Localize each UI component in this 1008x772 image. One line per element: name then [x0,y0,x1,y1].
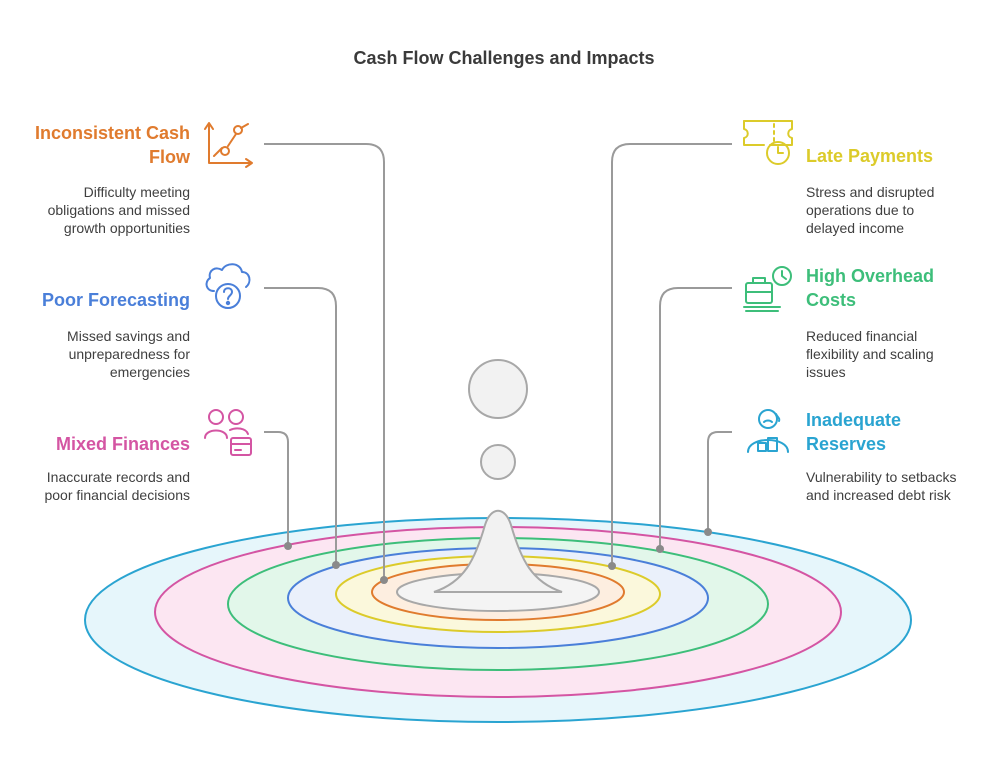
desc-high-overhead-costs: Reduced financial flexibility and scalin… [806,328,934,380]
desc-mixed-finances: Inaccurate records and poor financial de… [44,469,190,503]
connector-mixed [264,431,289,546]
label-inadequate-reserves: Inadequate Reserves [806,410,902,454]
briefcase-clock-icon [743,266,792,312]
connector-dot-inconsistent [380,576,388,584]
desc-inadequate-reserves: Vulnerability to setbacks and increased … [806,469,957,503]
cloud-question-icon [205,263,251,309]
label-poor-forecasting: Poor Forecasting [41,290,190,310]
connector-inconsistent [264,143,385,580]
drop-large [468,359,528,419]
trend-line-icon [204,122,253,168]
label-high-overhead-costs: High Overhead Costs [806,266,935,310]
page-title: Cash Flow Challenges and Impacts [353,48,655,68]
splash-peak [433,509,563,593]
connector-dot-reserves [704,528,712,536]
connector-poor [264,287,337,565]
label-inconsistent-cash-flow: Inconsistent Cash Flow [34,123,190,167]
connector-overhead [659,287,732,549]
label-mixed-finances: Mixed Finances [55,434,190,454]
connector-dot-mixed [284,542,292,550]
connector-dot-poor [332,561,340,569]
connector-reserves [707,431,732,532]
connector-late [611,143,732,566]
drop-small [480,444,516,480]
connector-dot-late [608,562,616,570]
people-card-icon [204,409,252,456]
ticket-clock-icon [743,120,793,165]
desc-late-payments: Stress and disrupted operations due to d… [806,184,935,236]
desc-inconsistent-cash-flow: Difficulty meeting obligations and misse… [47,184,190,236]
desc-poor-forecasting: Missed savings and unpreparedness for em… [67,328,190,380]
worried-person-icon [747,409,789,453]
connector-dot-overhead [656,545,664,553]
label-late-payments: Late Payments [806,146,934,166]
